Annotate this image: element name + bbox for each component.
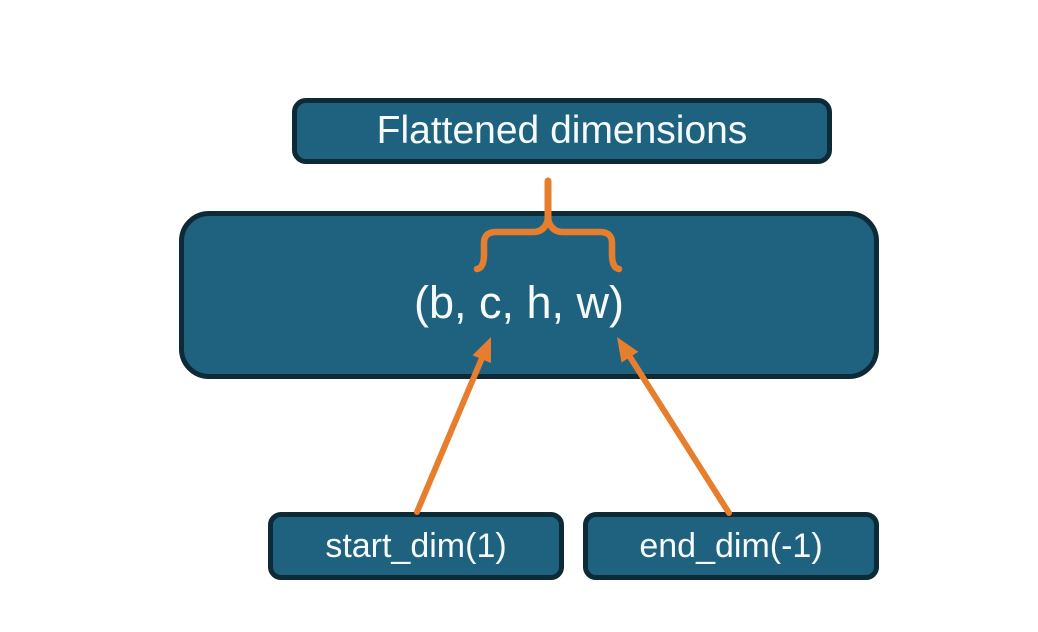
start-dim-node: start_dim(1) bbox=[268, 512, 564, 580]
start-dim-label: start_dim(1) bbox=[325, 526, 507, 565]
flattened-dimensions-label: Flattened dimensions bbox=[376, 109, 748, 152]
end-dim-label: end_dim(-1) bbox=[639, 526, 823, 565]
end-dim-node: end_dim(-1) bbox=[583, 512, 879, 580]
flattened-dimensions-node: Flattened dimensions bbox=[292, 98, 832, 164]
tensor-shape-label: (b, c, h, w) bbox=[413, 277, 625, 328]
